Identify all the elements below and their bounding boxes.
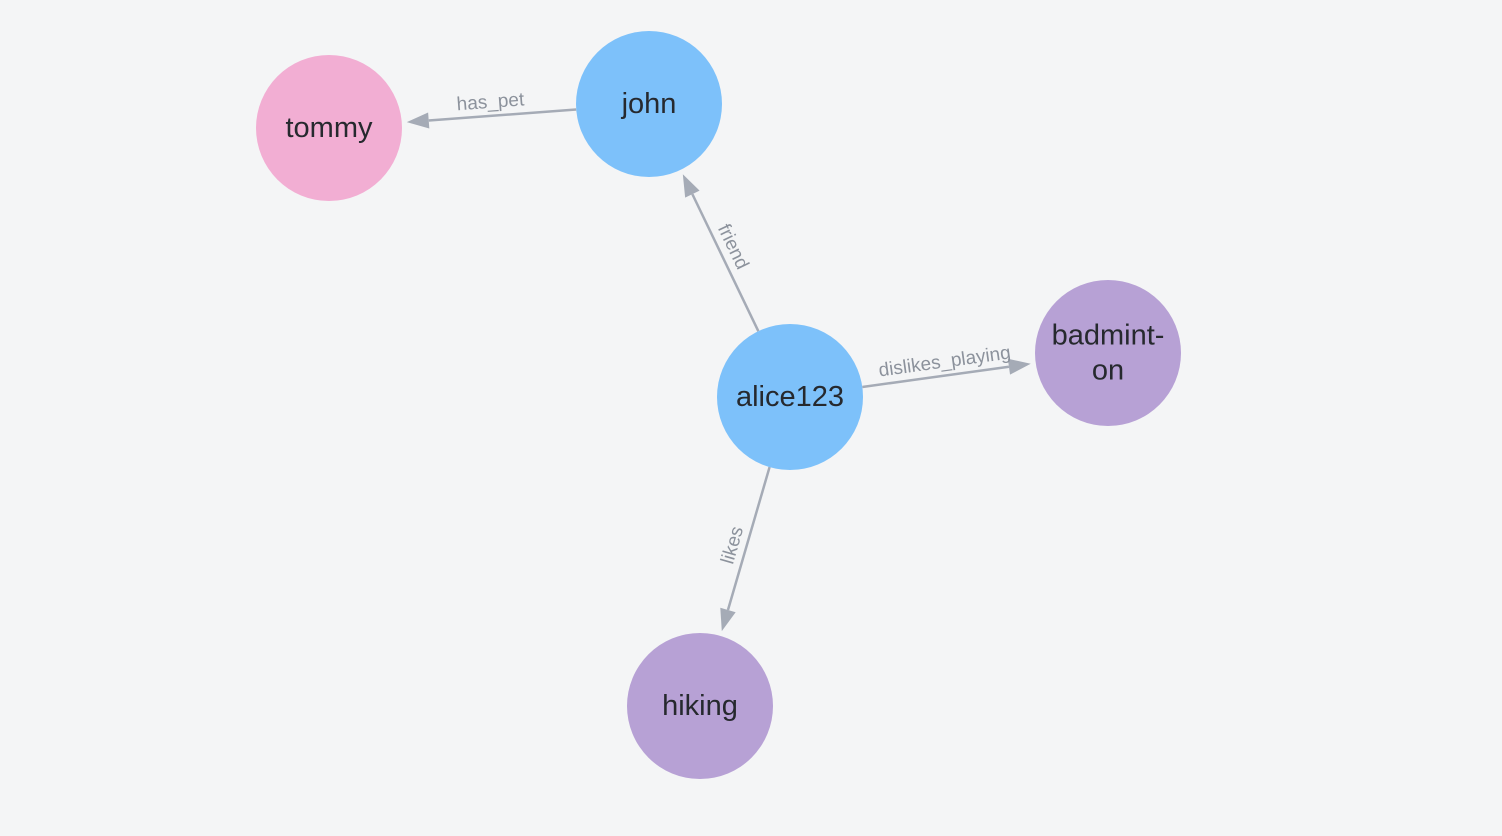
node-label: alice123 xyxy=(736,381,844,413)
graph-node-hiking[interactable]: hiking xyxy=(627,633,773,779)
graph-edge-likes[interactable]: likes xyxy=(717,466,771,632)
node-label: john xyxy=(621,88,677,120)
graph-node-john[interactable]: john xyxy=(576,31,722,177)
node-circle[interactable] xyxy=(627,633,773,779)
graph-node-tommy[interactable]: tommy xyxy=(256,55,402,201)
node-circle[interactable] xyxy=(1035,280,1181,426)
edge-line[interactable] xyxy=(726,466,771,611)
edge-arrowhead-icon xyxy=(682,174,700,198)
edge-line[interactable] xyxy=(862,365,1010,389)
edge-arrowhead-icon xyxy=(1007,358,1031,375)
node-circle[interactable] xyxy=(717,324,863,470)
graph-edge-dislikes_playing[interactable]: dislikes_playing xyxy=(862,342,1031,389)
node-circle[interactable] xyxy=(256,55,402,201)
node-label: on xyxy=(1092,355,1124,387)
edge-line[interactable] xyxy=(428,108,577,122)
edge-arrowhead-icon xyxy=(406,112,430,129)
graph-node-badminton[interactable]: badmint-on xyxy=(1035,280,1181,426)
node-circle[interactable] xyxy=(576,31,722,177)
graph-edge-friend[interactable]: friend xyxy=(682,174,760,332)
node-label: badmint- xyxy=(1052,320,1165,352)
graph-node-alice123[interactable]: alice123 xyxy=(717,324,863,470)
edge-label[interactable]: has_pet xyxy=(456,89,526,115)
edge-arrowhead-icon xyxy=(720,607,736,632)
edge-line[interactable] xyxy=(691,193,760,332)
node-label: hiking xyxy=(662,690,738,722)
node-label: tommy xyxy=(286,112,374,144)
graph-edge-has_pet[interactable]: has_pet xyxy=(406,89,577,129)
